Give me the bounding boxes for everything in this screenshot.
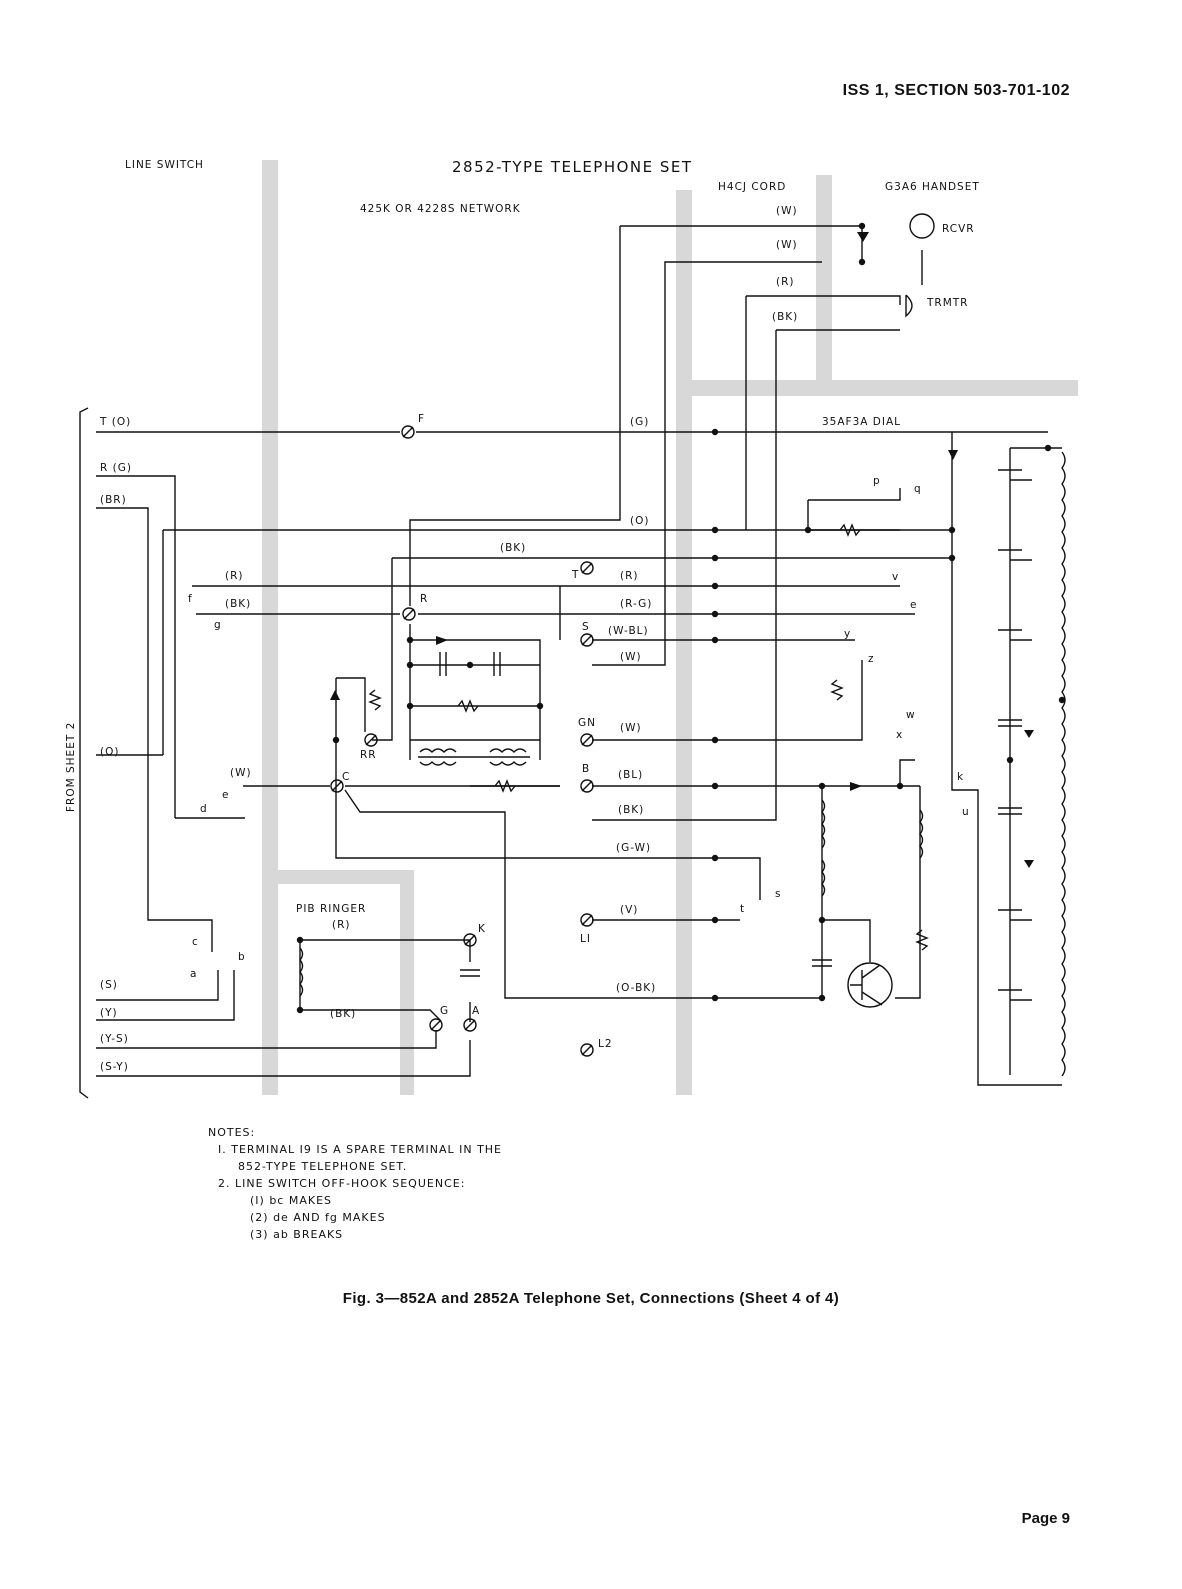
resistors xyxy=(368,523,929,951)
note-1a: I. TERMINAL I9 IS A SPARE TERMINAL IN TH… xyxy=(218,1143,503,1156)
contact-label: s xyxy=(775,888,781,900)
terminal-label: RR xyxy=(360,749,377,761)
lead-label: R (G) xyxy=(100,462,132,474)
terminal-label: T xyxy=(571,569,579,581)
contact-label: u xyxy=(962,806,970,818)
dial-label: 35AF3A DIAL xyxy=(822,416,901,428)
contact-label: a xyxy=(190,968,197,980)
contact-label: f xyxy=(188,593,193,605)
wire-label: (BL) xyxy=(618,769,643,781)
cord-label: H4CJ CORD xyxy=(718,181,786,193)
network-label: 425K OR 4228S NETWORK xyxy=(360,203,521,215)
note-2: 2. LINE SWITCH OFF-HOOK SEQUENCE: xyxy=(218,1177,466,1190)
contact-label: e xyxy=(910,599,917,611)
cord-lead-label: (W) xyxy=(776,205,798,217)
contact-label: w xyxy=(906,709,916,721)
sequence-1: (I) bc MAKES xyxy=(250,1194,333,1207)
lead-label: (BR) xyxy=(100,494,127,506)
terminal-label: B xyxy=(582,763,590,775)
lead-label: (O) xyxy=(100,746,119,758)
wire-label: (W-BL) xyxy=(608,625,649,637)
from-sheet-label: FROM SHEET 2 xyxy=(65,722,77,812)
trmtr-label: TRMTR xyxy=(926,297,968,309)
terminal-label: R xyxy=(420,593,428,605)
wire-label: (G) xyxy=(630,416,649,428)
note-1b: 852-TYPE TELEPHONE SET. xyxy=(238,1160,408,1173)
handset-label: G3A6 HANDSET xyxy=(885,181,980,193)
terminal-label: LI xyxy=(580,933,591,945)
transistor xyxy=(847,962,893,1008)
contact-label: c xyxy=(192,936,199,948)
junction-dots xyxy=(296,222,1066,1014)
contact-label: q xyxy=(914,483,922,495)
wire-label: (G-W) xyxy=(616,842,651,854)
terminal-label: F xyxy=(418,413,425,425)
wire-label: (W) xyxy=(230,767,252,779)
wire-label: (BK) xyxy=(500,542,526,554)
wire-label: (O) xyxy=(630,515,649,527)
wire-label: (R-G) xyxy=(620,598,652,610)
wire-label: (R) xyxy=(225,570,244,582)
ringer-r-label: (R) xyxy=(332,919,351,931)
terminal-label: K xyxy=(478,923,486,935)
wire-label: (R) xyxy=(620,570,639,582)
terminal-label: A xyxy=(472,1005,480,1017)
wire-label: (BK) xyxy=(618,804,644,816)
cord-lead-label: (R) xyxy=(776,276,795,288)
contact-label: z xyxy=(868,653,875,665)
section-header: ISS 1, SECTION 503-701-102 xyxy=(842,82,1070,99)
lead-label: (Y-S) xyxy=(100,1033,129,1045)
sequence-2: (2) de AND fg MAKES xyxy=(250,1211,386,1224)
contact-label: x xyxy=(896,729,903,741)
line-switch-label: LINE SWITCH xyxy=(125,159,204,171)
contact-label: e xyxy=(222,789,229,801)
contact-label: y xyxy=(844,628,851,640)
terminal-label: GN xyxy=(578,717,596,729)
lead-label: (S-Y) xyxy=(100,1061,129,1073)
terminal-label: S xyxy=(582,621,590,633)
cord-lead-label: (W) xyxy=(776,239,798,251)
handset xyxy=(905,213,935,318)
capacitors xyxy=(439,652,1022,977)
varistors xyxy=(330,232,1034,868)
cord-lead-label: (BK) xyxy=(772,311,798,323)
contact-label: g xyxy=(214,619,222,631)
terminals xyxy=(330,425,594,1057)
terminal-label: C xyxy=(342,771,350,783)
diagram-title: 2852-TYPE TELEPHONE SET xyxy=(452,158,693,176)
wire-label: (O-BK) xyxy=(616,982,656,994)
coils xyxy=(299,451,1066,1077)
terminal-label: G xyxy=(440,1005,449,1017)
contact-label: b xyxy=(238,951,246,963)
figure-caption: Fig. 3—852A and 2852A Telephone Set, Con… xyxy=(342,1290,840,1307)
ringer-name: PIB RINGER xyxy=(296,903,366,915)
wire-label: (W) xyxy=(620,722,642,734)
left-leads: T (O) R (G) (BR) (O) (S) (Y) (Y-S) (S-Y) xyxy=(99,416,132,1073)
rcvr-label: RCVR xyxy=(942,223,975,235)
contact-label: p xyxy=(873,475,881,487)
notes-heading: NOTES: xyxy=(208,1126,256,1139)
notes: NOTES: I. TERMINAL I9 IS A SPARE TERMINA… xyxy=(208,1124,502,1243)
wire-label: (W) xyxy=(620,651,642,663)
wire-labels: (G) (O) (BK) (R) (R-G) (W-BL) (W) (W) (B… xyxy=(225,416,656,994)
contact-label: k xyxy=(957,771,964,783)
wire-label: (BK) xyxy=(225,598,251,610)
contact-labels: a b c d e f g p q v e y z w x k u s t xyxy=(188,475,970,980)
lead-label: (Y) xyxy=(100,1007,118,1019)
page-number: Page 9 xyxy=(1021,1510,1070,1527)
contact-label: d xyxy=(200,803,208,815)
sequence-3: (3) ab BREAKS xyxy=(250,1228,344,1241)
terminal-labels: F T R S GN B C RR K G A LI L2 xyxy=(342,413,613,1050)
contact-label: v xyxy=(892,571,899,583)
lead-label: (S) xyxy=(100,979,118,991)
contact-label: t xyxy=(740,903,745,915)
dial-springs xyxy=(998,469,1032,1001)
ringer-bk-label: (BK) xyxy=(330,1008,356,1020)
terminal-label: L2 xyxy=(598,1038,613,1050)
lead-label: T (O) xyxy=(99,416,131,428)
wire-label: (V) xyxy=(620,904,638,916)
